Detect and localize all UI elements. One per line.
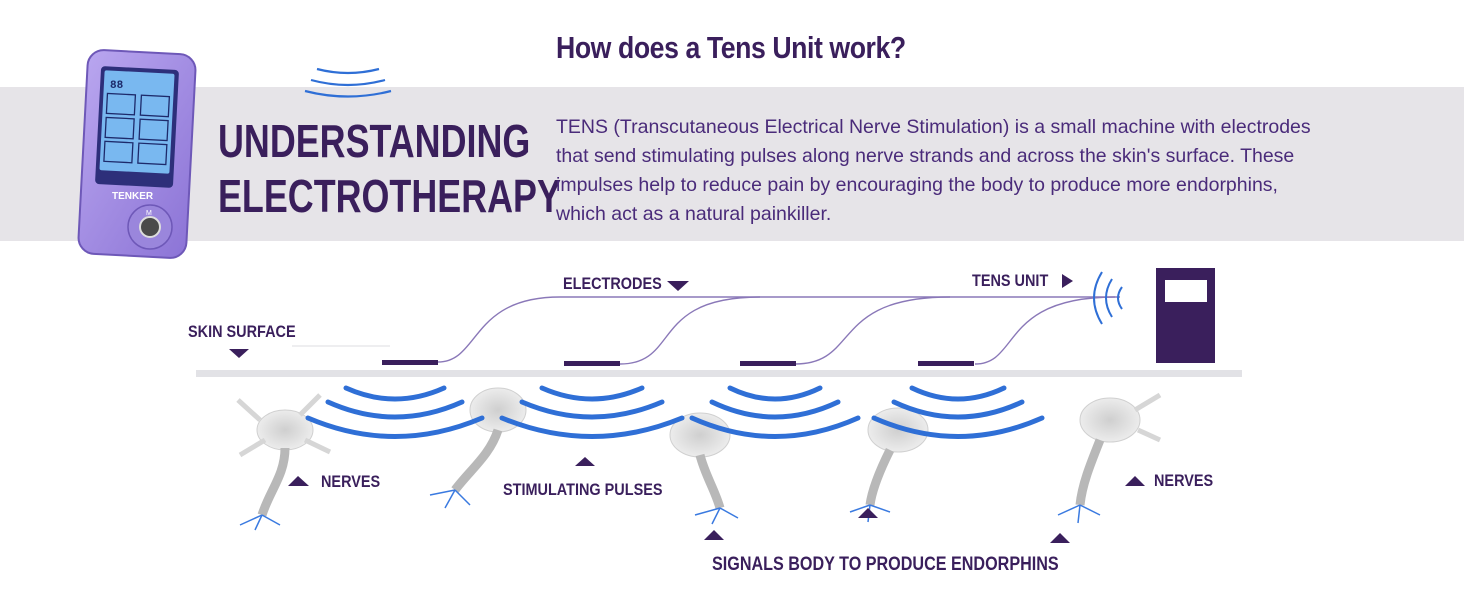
nerve-cell: [1057, 392, 1162, 524]
electrode-pad: [382, 360, 438, 365]
signal-arcs-icon: [1093, 271, 1123, 325]
nerve-cell: [849, 407, 929, 523]
description-line: which act as a natural painkiller.: [556, 203, 832, 225]
right-triangle-icon: [1062, 274, 1073, 288]
header-band: [0, 87, 1464, 241]
label-stimulating-pulses: STIMULATING PULSES: [503, 480, 663, 499]
down-triangle-icon: [667, 281, 689, 291]
electrode-wires: [437, 296, 1120, 365]
up-triangle-icon: [1050, 533, 1070, 543]
electrode-pad: [564, 361, 620, 366]
skin-surface-bar: [196, 370, 1242, 377]
down-triangle-icon: [229, 349, 249, 358]
description-paragraph: TENS (Transcutaneous Electrical Nerve St…: [556, 113, 1376, 229]
up-triangle-icon: [1125, 476, 1145, 486]
nerve-cells: [236, 387, 1162, 531]
electrode-pad: [740, 361, 796, 366]
label-tens-unit: TENS UNIT: [972, 271, 1049, 290]
nerve-cell: [669, 412, 739, 525]
description-line: TENS (Transcutaneous Electrical Nerve St…: [556, 116, 1311, 138]
up-triangle-icon: [575, 457, 595, 466]
up-triangle-icon: [858, 508, 878, 518]
headline-line-2: ELECTROTHERAPY: [218, 170, 561, 222]
label-skin-surface: SKIN SURFACE: [188, 322, 296, 341]
label-nerves-right: NERVES: [1154, 471, 1214, 490]
label-nerves-left: NERVES: [321, 472, 381, 491]
pulse-group: [871, 385, 1045, 439]
stimulating-pulses: [305, 385, 1045, 439]
up-triangle-icon: [288, 476, 309, 486]
label-signals-endorphins: SIGNALS BODY TO PRODUCE ENDORPHINS: [712, 554, 1059, 575]
headline-line-1: UNDERSTANDING: [218, 115, 531, 167]
device-readout: 88: [110, 80, 124, 92]
label-electrodes: ELECTRODES: [563, 274, 662, 293]
nerve-cell: [236, 393, 332, 531]
description-line: that send stimulating pulses along nerve…: [556, 145, 1295, 167]
device-button-mark: M: [146, 210, 152, 217]
description-line: impulses help to reduce pain by encourag…: [556, 174, 1278, 196]
wireless-signal-icon: [304, 67, 392, 98]
up-triangle-icon: [704, 530, 724, 540]
electrode-pad: [918, 361, 974, 366]
pulse-group: [305, 385, 485, 439]
arrow-markers: [229, 274, 1145, 543]
device-brand: TENKER: [112, 191, 154, 202]
tens-unit-icon: [1156, 268, 1215, 363]
pulse-group: [499, 385, 685, 439]
pulse-group: [689, 385, 861, 439]
question-heading: How does a Tens Unit work?: [556, 30, 906, 65]
tens-device-image: 88 TENKER M: [77, 49, 197, 259]
